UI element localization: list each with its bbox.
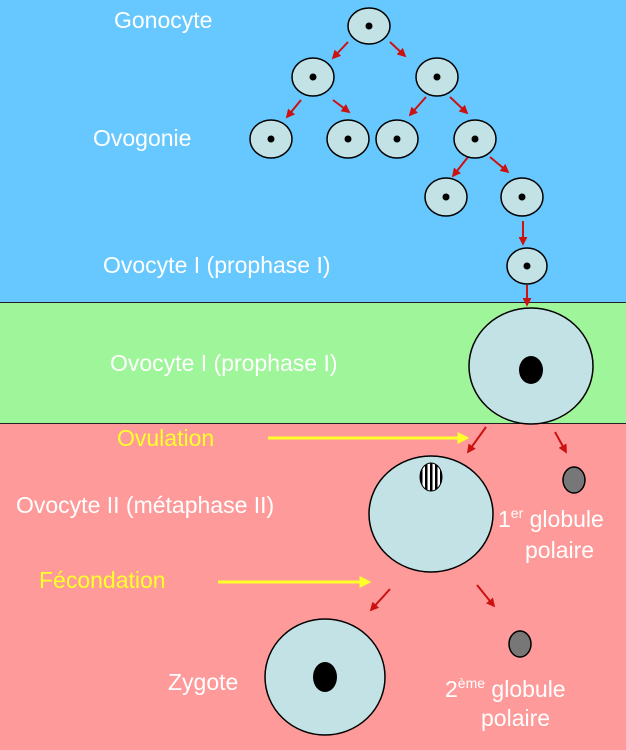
division-arrow (408, 96, 427, 117)
small-nuclei (267, 22, 531, 270)
label-polar-body-2-line2: polaire (481, 705, 551, 731)
label-polar-body-2-num: 2 (445, 676, 458, 702)
nucleus (365, 22, 373, 30)
label-ovocyte-II: Ovocyte II (métaphase II) (16, 492, 275, 518)
nucleus (523, 262, 531, 270)
process-arrows (218, 432, 470, 588)
ovocyte-II-cell (368, 455, 494, 573)
division-arrow (449, 96, 469, 115)
division-arrows (285, 41, 567, 612)
division-arrow (389, 41, 407, 58)
label-polar-body-1: 1er globule (498, 506, 604, 531)
division-arrow (554, 431, 567, 454)
nucleus (393, 135, 401, 143)
label-polar-body-1-word: globule (523, 506, 604, 532)
label-fecondation: Fécondation (39, 567, 166, 593)
nucleus (313, 662, 337, 692)
division-arrow (476, 584, 496, 608)
metaphase-spindle (419, 462, 443, 492)
nucleus (309, 73, 317, 81)
division-arrow (489, 156, 510, 174)
label-polar-body-2-word: globule (485, 676, 566, 702)
division-arrow (369, 588, 391, 612)
nucleus (433, 73, 441, 81)
label-polar-body-1-num: 1 (498, 506, 511, 532)
division-arrow (331, 41, 349, 60)
label-gonocyte: Gonocyte (114, 7, 213, 33)
label-polar-body-2: 2ème globule (445, 676, 566, 701)
polar-body-2 (508, 630, 532, 658)
division-arrow (466, 426, 487, 454)
label-ovogonie: Ovogonie (93, 125, 192, 151)
division-arrow (451, 156, 469, 178)
polar-body-1 (562, 466, 586, 494)
label-zygote: Zygote (168, 669, 239, 695)
division-arrow (285, 99, 302, 119)
nucleus (344, 135, 352, 143)
nucleus (518, 193, 526, 201)
label-ovulation: Ovulation (117, 425, 215, 451)
label-polar-body-1-line2: polaire (525, 537, 595, 563)
nucleus (519, 356, 543, 384)
label-ovocyte-I-green: Ovocyte I (prophase I) (110, 350, 338, 376)
nucleus (471, 135, 479, 143)
nucleus (442, 193, 450, 201)
label-polar-body-1-sup: er (510, 505, 524, 521)
nucleus (267, 135, 275, 143)
label-polar-body-2-sup: ème (457, 675, 486, 691)
label-ovocyte-I-blue: Ovocyte I (prophase I) (103, 252, 331, 278)
division-arrow (332, 99, 351, 114)
